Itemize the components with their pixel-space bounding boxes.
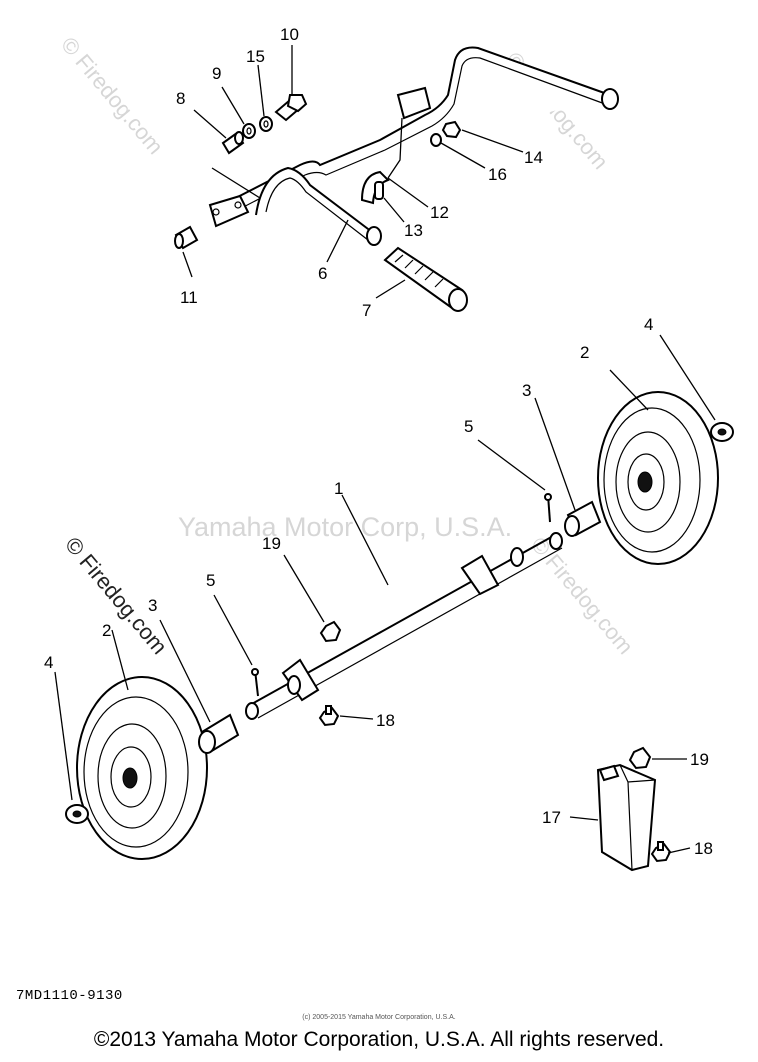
nut-part-19-top: [319, 620, 342, 643]
callout-labels: 1 2 2 3 3 4 4 5 5 6 7 8 9 10 11 12 13 14…: [44, 25, 713, 858]
copyright-notice: ©2013 Yamaha Motor Corporation, U.S.A. A…: [93, 1028, 665, 1051]
callout-2-left: 2: [102, 621, 111, 640]
callout-9: 9: [212, 64, 221, 83]
callout-4-right: 4: [644, 315, 653, 334]
washer-part-9: [242, 123, 256, 139]
callout-7: 7: [362, 301, 371, 320]
callout-2-right: 2: [580, 343, 589, 362]
diagram-code: 7MD1110-9130: [16, 988, 123, 1004]
nut-part-14: [441, 120, 462, 139]
axle-part-1: [245, 532, 563, 720]
guard-part-17: [596, 763, 657, 872]
bolt-part-18-center: [318, 705, 340, 727]
callout-14: 14: [524, 148, 543, 167]
nut-part-19-right: [628, 746, 652, 770]
callout-15: 15: [246, 47, 265, 66]
fine-print: (c) 2005-2015 Yamaha Motor Corporation, …: [302, 1014, 456, 1021]
spacer-part-3-right: [564, 500, 602, 537]
callout-3-right: 3: [522, 381, 531, 400]
leader-lines: [54, 45, 716, 854]
pin-part-5-left: [251, 668, 259, 697]
sleeve-part-11: [174, 225, 199, 250]
spacer-part-3-left: [198, 713, 240, 754]
callout-10: 10: [280, 25, 299, 44]
wheel-part-2-right: [597, 391, 719, 565]
collar-part-8: [221, 131, 245, 155]
watermark-mid-right: © Firedog.com: [526, 532, 638, 659]
cap-part-4-right: [710, 422, 734, 442]
callout-13: 13: [404, 221, 423, 240]
callout-16: 16: [488, 165, 507, 184]
watermark-top-left: © Firedog.com: [56, 32, 168, 159]
callout-19-right: 19: [690, 750, 709, 769]
watermark-center: Yamaha Motor Corp, U.S.A.: [178, 512, 512, 542]
bolt-part-10: [274, 94, 308, 122]
callout-12: 12: [430, 203, 449, 222]
callout-6: 6: [318, 264, 327, 283]
callout-3-left: 3: [148, 596, 157, 615]
callout-8: 8: [176, 89, 185, 108]
callout-11: 11: [180, 288, 198, 307]
callout-19-top: 19: [262, 534, 281, 553]
callout-5-left: 5: [206, 571, 215, 590]
collar-part-13: [374, 181, 384, 200]
callout-18-right: 18: [694, 839, 713, 858]
callout-5-right: 5: [464, 417, 473, 436]
wheel-part-2-left: [76, 676, 208, 860]
callout-17: 17: [542, 808, 561, 827]
washer-part-16: [430, 133, 442, 147]
callout-18-center: 18: [376, 711, 395, 730]
cap-part-4-left: [65, 804, 89, 824]
bolt-part-18-right: [650, 841, 672, 863]
grip-part-7: [383, 246, 468, 312]
callout-4-left: 4: [44, 653, 53, 672]
handle-bar-part-6: [208, 46, 619, 246]
callout-1: 1: [334, 479, 343, 498]
washer-part-15: [259, 116, 273, 132]
pin-part-5-right: [544, 493, 552, 523]
